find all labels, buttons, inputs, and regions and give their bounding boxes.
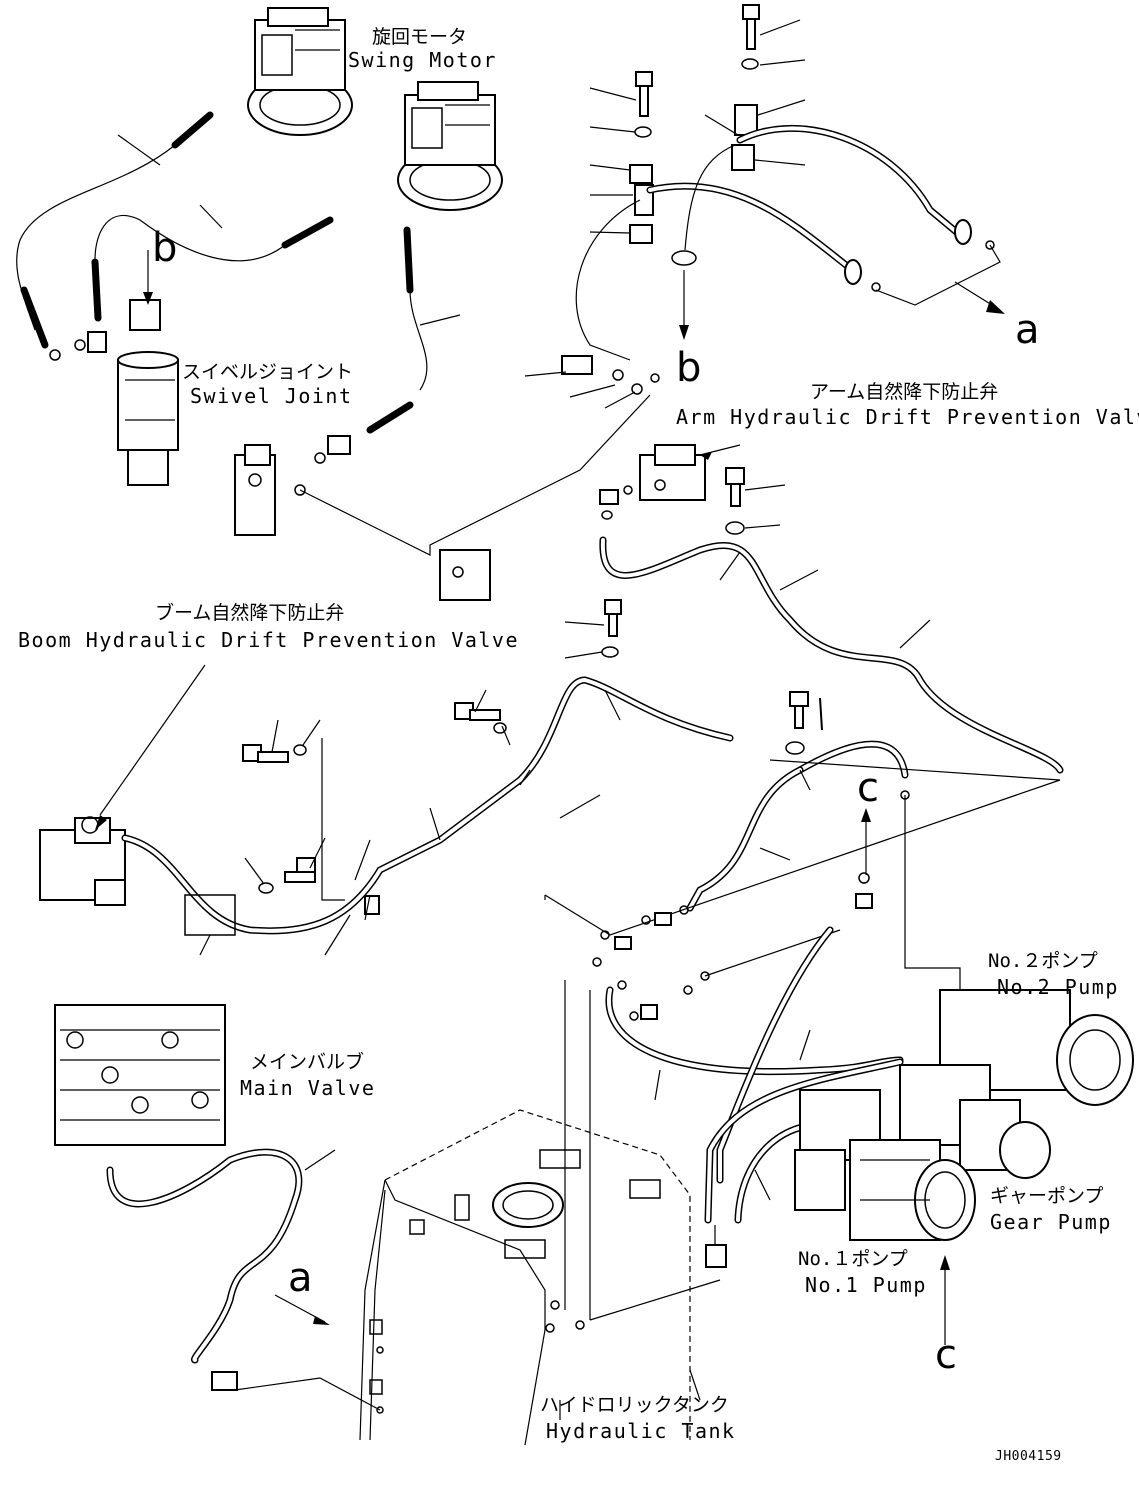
swing-motor-upper bbox=[247, 7, 353, 136]
valve-block-small bbox=[234, 444, 276, 536]
pump-assembly bbox=[794, 989, 1134, 1241]
callout-c-bottom: c bbox=[935, 1332, 957, 1378]
hose-fitting bbox=[171, 111, 214, 149]
gear-pump-label-en: Gear Pump bbox=[990, 1210, 1112, 1234]
no2-pump-label-en: No.2 Pump bbox=[997, 975, 1119, 999]
arm-valve-bolt bbox=[725, 467, 745, 535]
hose-fitting bbox=[20, 286, 49, 349]
no1-pump-label-en: No.1 Pump bbox=[805, 1273, 927, 1297]
bolts-upper-right bbox=[629, 4, 760, 244]
hose-line bbox=[409, 289, 428, 391]
drawing-code: JH004159 bbox=[995, 1449, 1062, 1464]
hose-right-lower bbox=[646, 182, 859, 276]
swivel-joint-label-en: Swivel Joint bbox=[190, 384, 353, 408]
hose-boom-valve bbox=[121, 676, 734, 935]
swivel-joint bbox=[49, 299, 179, 486]
swing-motor-label-jp: 旋回モータ bbox=[372, 26, 468, 48]
callout-a-left: a bbox=[288, 1255, 313, 1301]
hydraulic-tank bbox=[359, 895, 721, 1446]
boom-drift-valve bbox=[39, 816, 126, 906]
swing-motor-lower bbox=[397, 81, 503, 211]
boom-valve-label-jp: ブーム自然降下防止弁 bbox=[155, 602, 345, 624]
callout-b-top: b bbox=[152, 225, 178, 271]
hose-right-upper bbox=[736, 124, 964, 239]
main-valve-label-jp: メインバルブ bbox=[250, 1051, 365, 1073]
boom-clamp-bolts bbox=[242, 702, 507, 915]
arm-drift-valve bbox=[639, 444, 706, 501]
main-valve-label-en: Main Valve bbox=[240, 1076, 376, 1100]
no2-pump-label-jp: No.２ポンプ bbox=[988, 950, 1098, 972]
boom-valve-label-en: Boom Hydraulic Drift Prevention Valve bbox=[18, 628, 520, 652]
hose-fitting bbox=[366, 401, 414, 434]
hose-fitting bbox=[281, 216, 334, 249]
arm-valve-label-jp: アーム自然降下防止弁 bbox=[810, 381, 999, 403]
hose-main-valve bbox=[106, 1148, 303, 1364]
hose-fitting bbox=[403, 226, 414, 294]
callout-c-mid: c bbox=[857, 765, 879, 811]
main-valve bbox=[54, 1004, 226, 1146]
swing-motor-label-en: Swing Motor bbox=[348, 48, 497, 72]
hydraulic-tank-label-en: Hydraulic Tank bbox=[546, 1419, 736, 1443]
hose-line bbox=[94, 214, 286, 262]
callout-a-right: a bbox=[1015, 307, 1040, 353]
arm-valve-label-en: Arm Hydraulic Drift Prevention Valve bbox=[676, 405, 1139, 429]
swivel-joint-label-jp: スイベルジョイント bbox=[182, 361, 354, 383]
junction-block bbox=[439, 549, 491, 601]
gear-pump-label-jp: ギャーポンプ bbox=[990, 1185, 1104, 1207]
hose-fitting bbox=[91, 258, 102, 322]
no1-pump-label-jp: No.１ポンプ bbox=[798, 1248, 908, 1270]
callout-b-mid: b bbox=[676, 345, 702, 391]
hydraulic-tank-label-jp: ハイドロリックタンク bbox=[540, 1394, 729, 1416]
